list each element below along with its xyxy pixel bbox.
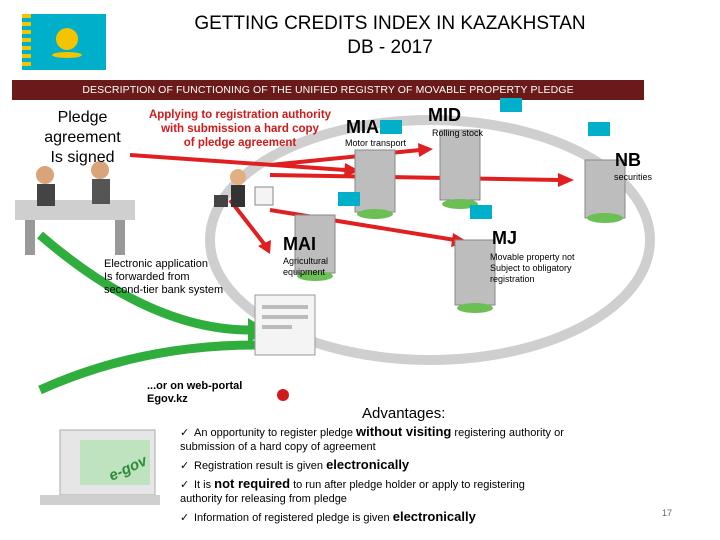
electronic-line-1: Electronic application [104, 258, 208, 270]
document-illustration [254, 294, 316, 401]
pledge-agreement-label: Pledge agreement Is signed [30, 108, 135, 168]
advantage-item-3: ✓ It is not required to run after pledge … [180, 477, 650, 506]
red-arrowhead-nb [558, 173, 574, 187]
adv3-text-d: authority for releasing from pledge [180, 493, 347, 505]
mai-desc: Agricultural equipment [283, 256, 328, 278]
title-line-2: DB - 2017 [347, 37, 433, 58]
flag-sun-icon [56, 28, 78, 50]
red-arrow-to-mai [228, 198, 267, 247]
nb-desc: securities [614, 172, 653, 182]
mid-label: MID [428, 105, 461, 125]
adv3-emphasis: not required [214, 476, 291, 491]
kazakhstan-flag [22, 14, 106, 70]
mai-desc-line-1: Agricultural [283, 256, 329, 266]
mj-desc-line-3: registration [490, 274, 535, 284]
red-arrowhead-mia [344, 163, 360, 177]
red-arrow-to-mia [129, 153, 346, 172]
apply-line-3: of pledge agreement [183, 137, 297, 149]
courier-man-illustration [214, 169, 274, 207]
office-meeting-illustration [15, 161, 135, 255]
server-mid [439, 98, 522, 209]
registry-ring [205, 115, 655, 365]
server-mai [294, 192, 360, 281]
adv3-text-a: It is [194, 479, 215, 491]
adv3-text-c: to run after pledge holder or apply to r… [290, 479, 525, 491]
mia-label: MIA [346, 117, 379, 137]
pledge-line-2: agreement [44, 129, 121, 146]
adv1-text-c: registering authority or [451, 427, 564, 439]
adv1-text-a: An opportunity to register pledge [194, 427, 357, 439]
red-arrowhead-mid [418, 143, 433, 157]
advantage-item-4: ✓ Information of registered pledge is giv… [180, 510, 650, 525]
mj-desc-line-1: Movable property not [490, 252, 575, 262]
adv2-text-a: Registration result is given [194, 460, 327, 472]
web-line-2: Egov.kz [147, 393, 188, 405]
check-icon: ✓ [180, 479, 190, 491]
advantage-item-2: ✓ Registration result is given electronic… [180, 458, 650, 473]
adv1-text-d: submission of a hard copy of agreement [180, 441, 376, 453]
check-icon: ✓ [180, 427, 190, 439]
pledge-line-1: Pledge [57, 109, 108, 126]
egov-computer-illustration [40, 429, 160, 505]
electronic-application-label: Electronic application Is forwarded from… [104, 258, 254, 297]
apply-registration-label: Applying to registration authority with … [140, 108, 340, 150]
red-arrow-to-nb [269, 173, 561, 182]
red-arrow-to-mid [269, 148, 421, 167]
mai-label: MAI [283, 234, 316, 254]
green-arrow-electronic [37, 231, 251, 335]
apply-line-2: with submission a hard copy [161, 123, 319, 135]
title-line-1: GETTING CREDITS INDEX IN KAZAKHSTAN [194, 13, 586, 34]
adv2-emphasis: electronically [326, 457, 410, 472]
mai-desc-line-2: equipment [283, 267, 326, 277]
mia-desc: Motor transport [345, 138, 407, 148]
server-nb [584, 122, 626, 223]
server-mia [354, 120, 402, 219]
mj-label: MJ [492, 228, 518, 248]
check-icon: ✓ [180, 512, 190, 524]
flag-eagle-icon [52, 52, 82, 58]
adv1-emphasis: without visiting [356, 424, 452, 439]
flag-ornament [22, 14, 31, 70]
mj-desc: Movable property not Subject to obligato… [490, 252, 575, 285]
green-arrow-web [38, 340, 256, 395]
adv4-text-a: Information of registered pledge is give… [194, 512, 393, 524]
mj-desc-line-2: Subject to obligatory [490, 263, 572, 273]
electronic-line-3: second-tier bank system [104, 284, 224, 296]
mid-desc: Rolling stock [432, 128, 484, 138]
page-title: GETTING CREDITS INDEX IN KAZAKHSTAN DB -… [160, 12, 620, 60]
red-arrowhead-mai [258, 240, 271, 254]
check-icon: ✓ [180, 460, 190, 472]
nb-label: NB [615, 150, 641, 170]
advantages-title: Advantages: [362, 405, 446, 422]
server-mj [454, 205, 496, 313]
electronic-line-2: Is forwarded from [104, 271, 190, 283]
section-banner: DESCRIPTION OF FUNCTIONING OF THE UNIFIE… [12, 80, 644, 100]
pledge-line-3: Is signed [50, 149, 115, 166]
advantage-item-1: ✓ An opportunity to register pledge witho… [180, 425, 650, 454]
adv4-emphasis: electronically [392, 509, 476, 524]
apply-line-1: Applying to registration authority [148, 109, 332, 121]
page-number: 17 [662, 508, 673, 518]
web-portal-label: ...or on web-portal Egov.kz [147, 380, 267, 406]
web-line-1: ...or on web-portal [147, 380, 243, 392]
